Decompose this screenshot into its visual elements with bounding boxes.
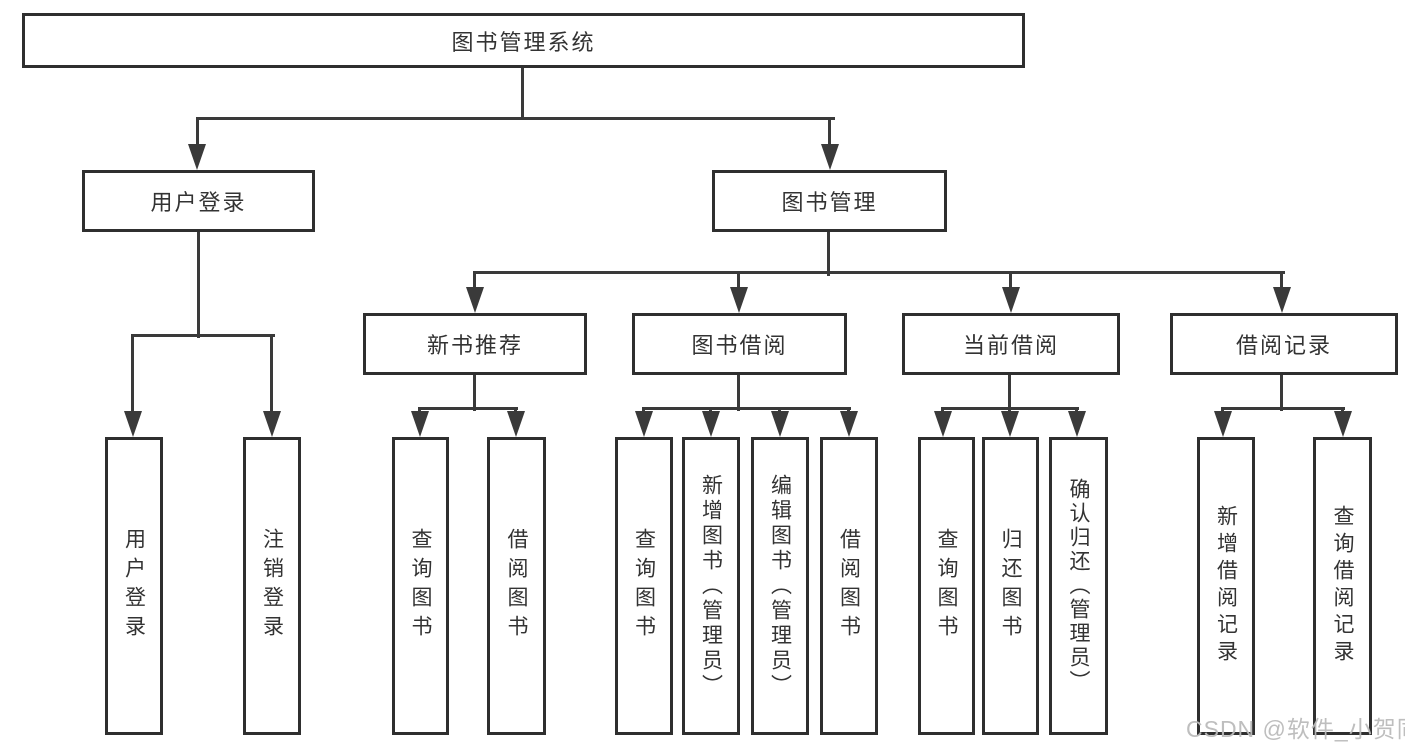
connector-borrow-records-drop bbox=[1280, 271, 1283, 291]
arrow-down-icon bbox=[702, 411, 720, 437]
leaf-rec-query-books-label: 查询图书 bbox=[409, 528, 432, 644]
connector-root-stub bbox=[521, 68, 524, 120]
connector-borrow-records-rail bbox=[1221, 407, 1345, 410]
connector-current-borrow-drop bbox=[1009, 271, 1012, 291]
node-user-login-group-label: 用户登录 bbox=[150, 190, 247, 215]
arrow-down-icon bbox=[1214, 411, 1232, 437]
arrow-down-icon bbox=[821, 144, 839, 170]
leaf-rec-borrow-books-label: 借阅图书 bbox=[505, 528, 528, 644]
leaf-bb-add-books-label: 新增图书（管理员） bbox=[699, 473, 723, 699]
connector-new-book-stub bbox=[473, 375, 476, 411]
leaf-bb-query-books: 查询图书 bbox=[615, 437, 673, 735]
leaf-cb-confirm-return: 确认归还（管理员） bbox=[1049, 437, 1108, 735]
node-book-management: 图书管理 bbox=[712, 170, 947, 232]
connector-book-mgmt-stub bbox=[827, 232, 830, 276]
connector-new-book-drop bbox=[473, 271, 476, 291]
leaf-bb-add-books: 新增图书（管理员） bbox=[682, 437, 740, 735]
leaf-logout-label: 注销登录 bbox=[260, 528, 284, 644]
leaf-rec-query-books: 查询图书 bbox=[392, 437, 449, 735]
connector-user-login-drop bbox=[196, 117, 199, 148]
leaf-user-login: 用户登录 bbox=[105, 437, 163, 735]
connector-user-login-stub bbox=[197, 232, 200, 338]
leaf-logout: 注销登录 bbox=[243, 437, 301, 735]
arrow-down-icon bbox=[188, 144, 206, 170]
leaf-cb-confirm-return-label: 确认归还（管理员） bbox=[1067, 478, 1090, 694]
leaf-br-query-record-label: 查询借阅记录 bbox=[1331, 505, 1354, 667]
connector-level3-rail bbox=[473, 271, 1285, 274]
leaf-cb-return-books-label: 归还图书 bbox=[999, 528, 1022, 644]
node-new-book-recommend: 新书推荐 bbox=[363, 313, 587, 375]
node-current-borrow: 当前借阅 bbox=[902, 313, 1120, 375]
connector-book-borrow-drop bbox=[737, 271, 740, 291]
arrow-down-icon bbox=[124, 411, 142, 437]
node-borrow-records-label: 借阅记录 bbox=[1235, 333, 1332, 358]
arrow-down-icon bbox=[1068, 411, 1086, 437]
node-user-login-group: 用户登录 bbox=[82, 170, 315, 232]
leaf-bb-borrow-books-label: 借阅图书 bbox=[837, 528, 861, 644]
arrow-down-icon bbox=[1334, 411, 1352, 437]
arrow-down-icon bbox=[507, 411, 525, 437]
node-book-borrow-label: 图书借阅 bbox=[691, 333, 788, 358]
arrow-down-icon bbox=[771, 411, 789, 437]
leaf-cb-return-books: 归还图书 bbox=[982, 437, 1039, 735]
node-current-borrow-label: 当前借阅 bbox=[962, 333, 1059, 358]
node-book-management-label: 图书管理 bbox=[781, 190, 878, 215]
arrow-down-icon bbox=[1002, 287, 1020, 313]
connector-user-login-rail bbox=[131, 334, 275, 337]
connector-leaf-drop bbox=[131, 334, 134, 415]
leaf-cb-query-books-label: 查询图书 bbox=[935, 528, 958, 644]
leaf-bb-query-books-label: 查询图书 bbox=[632, 528, 656, 644]
connector-new-book-rail bbox=[418, 407, 518, 410]
leaf-bb-borrow-books: 借阅图书 bbox=[820, 437, 878, 735]
leaf-br-add-record-label: 新增借阅记录 bbox=[1214, 505, 1238, 667]
leaf-user-login-label: 用户登录 bbox=[122, 528, 146, 644]
node-book-borrow: 图书借阅 bbox=[632, 313, 847, 375]
node-root-label: 图书管理系统 bbox=[451, 29, 596, 55]
arrow-down-icon bbox=[840, 411, 858, 437]
connector-leaf-drop bbox=[270, 334, 273, 415]
connector-current-borrow-stub bbox=[1008, 375, 1011, 411]
arrow-down-icon bbox=[466, 287, 484, 313]
arrow-down-icon bbox=[730, 287, 748, 313]
leaf-bb-edit-books-label: 编辑图书（管理员） bbox=[768, 473, 792, 699]
connector-book-borrow-stub bbox=[737, 375, 740, 411]
node-borrow-records: 借阅记录 bbox=[1170, 313, 1398, 375]
leaf-bb-edit-books: 编辑图书（管理员） bbox=[751, 437, 809, 735]
leaf-br-add-record: 新增借阅记录 bbox=[1197, 437, 1255, 735]
leaf-rec-borrow-books: 借阅图书 bbox=[487, 437, 546, 735]
csdn-watermark: CSDN @软件_小贺同学 bbox=[1186, 716, 1405, 742]
arrow-down-icon bbox=[635, 411, 653, 437]
arrow-down-icon bbox=[1273, 287, 1291, 313]
connector-borrow-records-stub bbox=[1280, 375, 1283, 411]
leaf-cb-query-books: 查询图书 bbox=[918, 437, 975, 735]
arrow-down-icon bbox=[263, 411, 281, 437]
node-new-book-recommend-label: 新书推荐 bbox=[426, 333, 523, 358]
leaf-br-query-record: 查询借阅记录 bbox=[1313, 437, 1372, 735]
arrow-down-icon bbox=[1001, 411, 1019, 437]
node-root: 图书管理系统 bbox=[22, 13, 1025, 68]
arrow-down-icon bbox=[411, 411, 429, 437]
arrow-down-icon bbox=[934, 411, 952, 437]
connector-level2-rail bbox=[196, 117, 835, 120]
connector-book-borrow-rail bbox=[642, 407, 851, 410]
connector-book-mgmt-drop bbox=[828, 117, 831, 148]
